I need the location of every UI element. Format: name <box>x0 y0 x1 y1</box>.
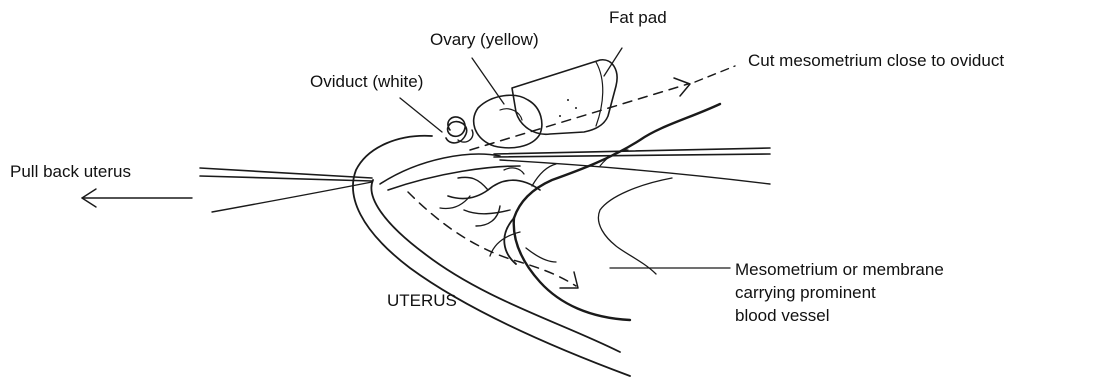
oviduct-label: Oviduct (white) <box>310 72 423 92</box>
pull-back-label: Pull back uterus <box>10 162 131 182</box>
fat-pad-label: Fat pad <box>609 8 667 28</box>
mesometrium-border <box>598 178 672 274</box>
uterus-outline <box>353 136 630 376</box>
cut-instruction-label: Cut mesometrium close to oviduct <box>748 51 1004 71</box>
ovary-label: Ovary (yellow) <box>430 30 539 50</box>
oviduct <box>446 117 473 143</box>
mesometrium-label-line3: blood vessel <box>735 306 830 326</box>
left-forceps <box>200 168 372 212</box>
ovary <box>474 95 542 147</box>
uterus-label: UTERUS <box>387 291 457 311</box>
pull-back-arrow <box>82 189 192 207</box>
blood-vessels <box>440 104 720 320</box>
fat-pad <box>512 60 617 134</box>
right-forceps <box>494 148 770 184</box>
mesometrium-label-line1: Mesometrium or membrane <box>735 260 944 280</box>
cut-line <box>408 66 735 288</box>
mesometrium-label-line2: carrying prominent <box>735 283 876 303</box>
